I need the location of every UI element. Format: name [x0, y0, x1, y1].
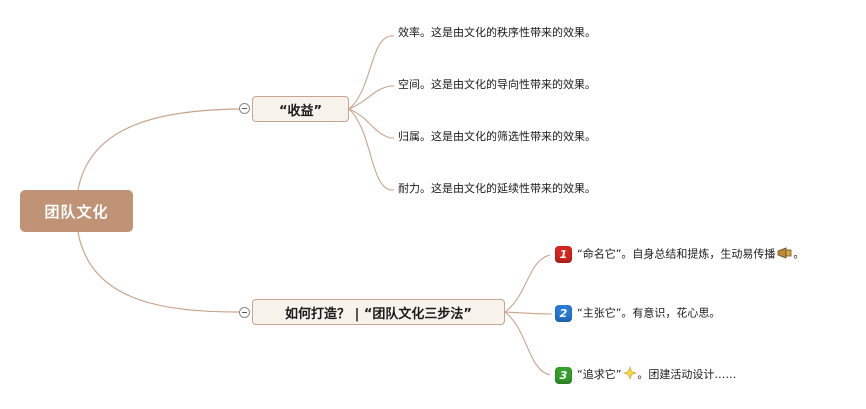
sparkle-star-icon	[623, 366, 638, 384]
leaf-benefit-endurance[interactable]: 耐力。这是由文化的延续性带来的效果。	[398, 182, 596, 196]
connector-root-to-howto	[77, 231, 240, 313]
branch-label-benefits: “收益”	[278, 103, 323, 119]
connector-benefits-leaf-4	[348, 108, 391, 191]
leaf-trailing: 。团建活动设计……	[637, 368, 737, 381]
connector-howto-leaf-2	[504, 311, 553, 315]
leaf-text: “命名它”。自身总结和提炼，生动易传播	[577, 247, 776, 261]
connector-howto-leaf-1	[504, 254, 551, 313]
megaphone-icon	[777, 246, 793, 263]
leaf-text: 效率。这是由文化的秩序性带来的效果。	[398, 26, 596, 39]
root-node[interactable]: 团队文化	[20, 190, 133, 232]
leaf-benefit-space[interactable]: 空间。这是由文化的导向性带来的效果。	[398, 78, 596, 92]
leaf-text: 耐力。这是由文化的延续性带来的效果。	[398, 182, 596, 195]
connector-benefits-leaf-3	[348, 108, 391, 139]
branch-node-benefits[interactable]: “收益”	[252, 96, 349, 122]
branch-label-howto: 如何打造？ | “团队文化三步法”	[285, 306, 472, 322]
collapse-toggle-howto[interactable]	[239, 307, 250, 318]
leaf-step-1[interactable]: 1 “命名它”。自身总结和提炼，生动易传播 。	[555, 246, 804, 263]
number-badge-2: 2	[555, 305, 572, 322]
number-badge-3: 3	[555, 366, 572, 384]
root-label: 团队文化	[44, 202, 109, 221]
leaf-trailing: 。	[793, 247, 805, 261]
leaf-step-2[interactable]: 2 “主张它”。有意识，花心思。	[555, 305, 720, 322]
leaf-text: 归属。这是由文化的筛选性带来的效果。	[398, 130, 596, 143]
leaf-text: “主张它”。有意识，花心思。	[577, 306, 721, 320]
connector-benefits-leaf-2	[348, 85, 391, 110]
connector-root-to-benefits	[77, 108, 240, 191]
collapse-toggle-benefits[interactable]	[239, 103, 250, 114]
leaf-text: “追求它”	[577, 368, 622, 381]
leaf-benefit-efficiency[interactable]: 效率。这是由文化的秩序性带来的效果。	[398, 26, 596, 40]
leaf-step-3[interactable]: 3 “追求它” 。团建活动设计……	[555, 366, 736, 384]
leaf-text: 空间。这是由文化的导向性带来的效果。	[398, 78, 596, 91]
connector-benefits-leaf-1	[348, 35, 391, 110]
connector-howto-leaf-3	[504, 311, 551, 376]
leaf-benefit-belonging[interactable]: 归属。这是由文化的筛选性带来的效果。	[398, 130, 596, 144]
branch-node-howto[interactable]: 如何打造？ | “团队文化三步法”	[252, 299, 505, 325]
number-badge-1: 1	[555, 246, 572, 263]
